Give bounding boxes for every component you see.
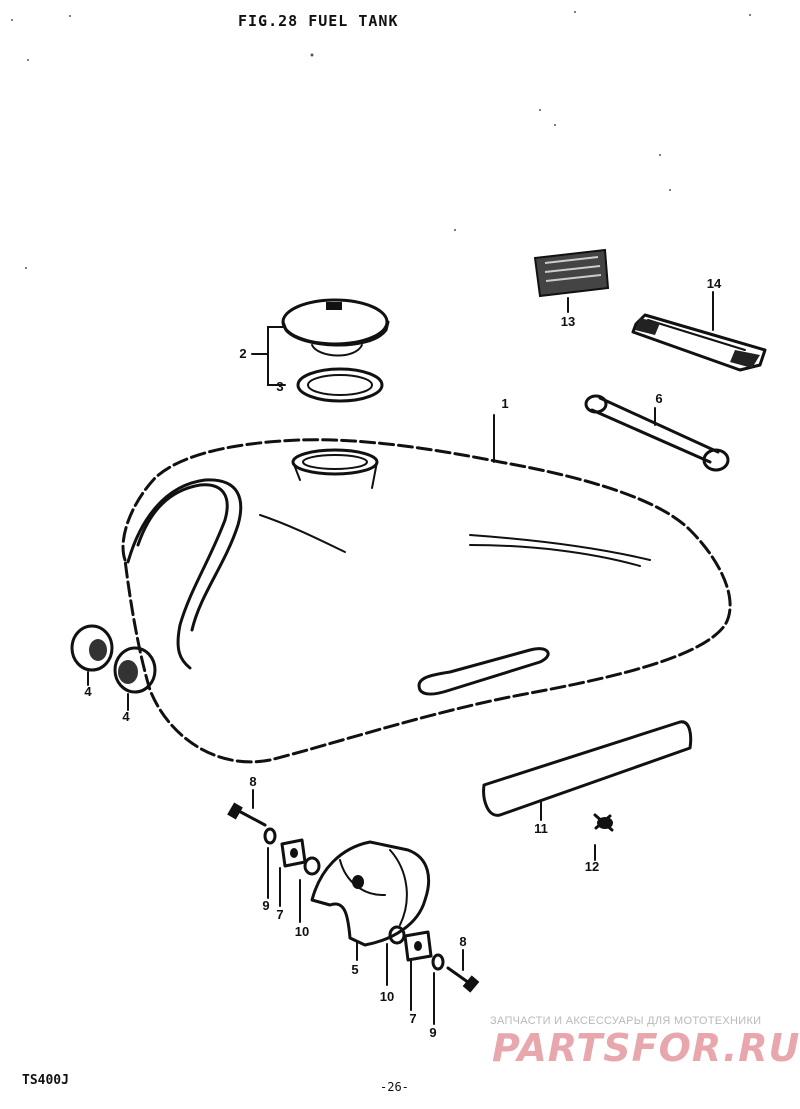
callout-7b: 7 [409,1011,417,1026]
scan-noise [11,11,751,269]
fuel-cap [281,298,390,357]
callout-5: 5 [351,962,359,977]
nut-plate-right [403,930,433,962]
leader-2-3-bracket [251,326,286,386]
callout-8b: 8 [459,934,467,949]
washer-right [431,953,445,971]
rear-mount-bracket [310,840,431,947]
callout-1: 1 [501,396,509,411]
callout-10a: 10 [294,924,310,939]
callout-4b: 4 [122,709,130,724]
callout-2: 2 [239,346,247,361]
tank-filler-neck [291,448,379,489]
figure-title: FIG.28 FUEL TANK [238,12,399,30]
tank-cushion-2 [113,646,157,694]
washer-left [263,827,277,845]
callout-9b: 9 [429,1025,437,1040]
tank-cushion-1 [70,624,114,672]
callout-12: 12 [584,859,600,874]
callout-13: 13 [560,314,576,329]
nut-plate-left [280,838,307,868]
tank-side-slot [417,647,550,696]
watermark-tagline: ЗАПЧАСТИ И АКСЕССУАРЫ ДЛЯ МОТОТЕХНИКИ [490,1015,762,1027]
callout-9a: 9 [262,898,270,913]
callout-4a: 4 [84,684,92,699]
callout-8a: 8 [249,774,257,789]
page-number: -26- [380,1080,409,1094]
bolt-left [227,802,267,827]
tank-mount-bracket [584,394,730,472]
collar-left [303,856,321,876]
warning-label [533,248,610,298]
watermark-logo: PARTSFOR.RU [492,1026,800,1070]
model-code: TS400J [22,1073,69,1088]
callout-7a: 7 [276,907,284,922]
tank-strap [631,313,767,372]
emblem-screw [593,813,614,832]
callout-6: 6 [655,391,663,406]
callout-10b: 10 [379,989,395,1004]
callout-3: 3 [276,379,284,394]
side-emblem [482,720,693,817]
callout-14: 14 [706,276,722,291]
fuel-tank-body [121,438,732,764]
fuel-cap-gasket [296,367,384,403]
bolt-right [446,966,480,993]
callout-11: 11 [534,821,548,836]
